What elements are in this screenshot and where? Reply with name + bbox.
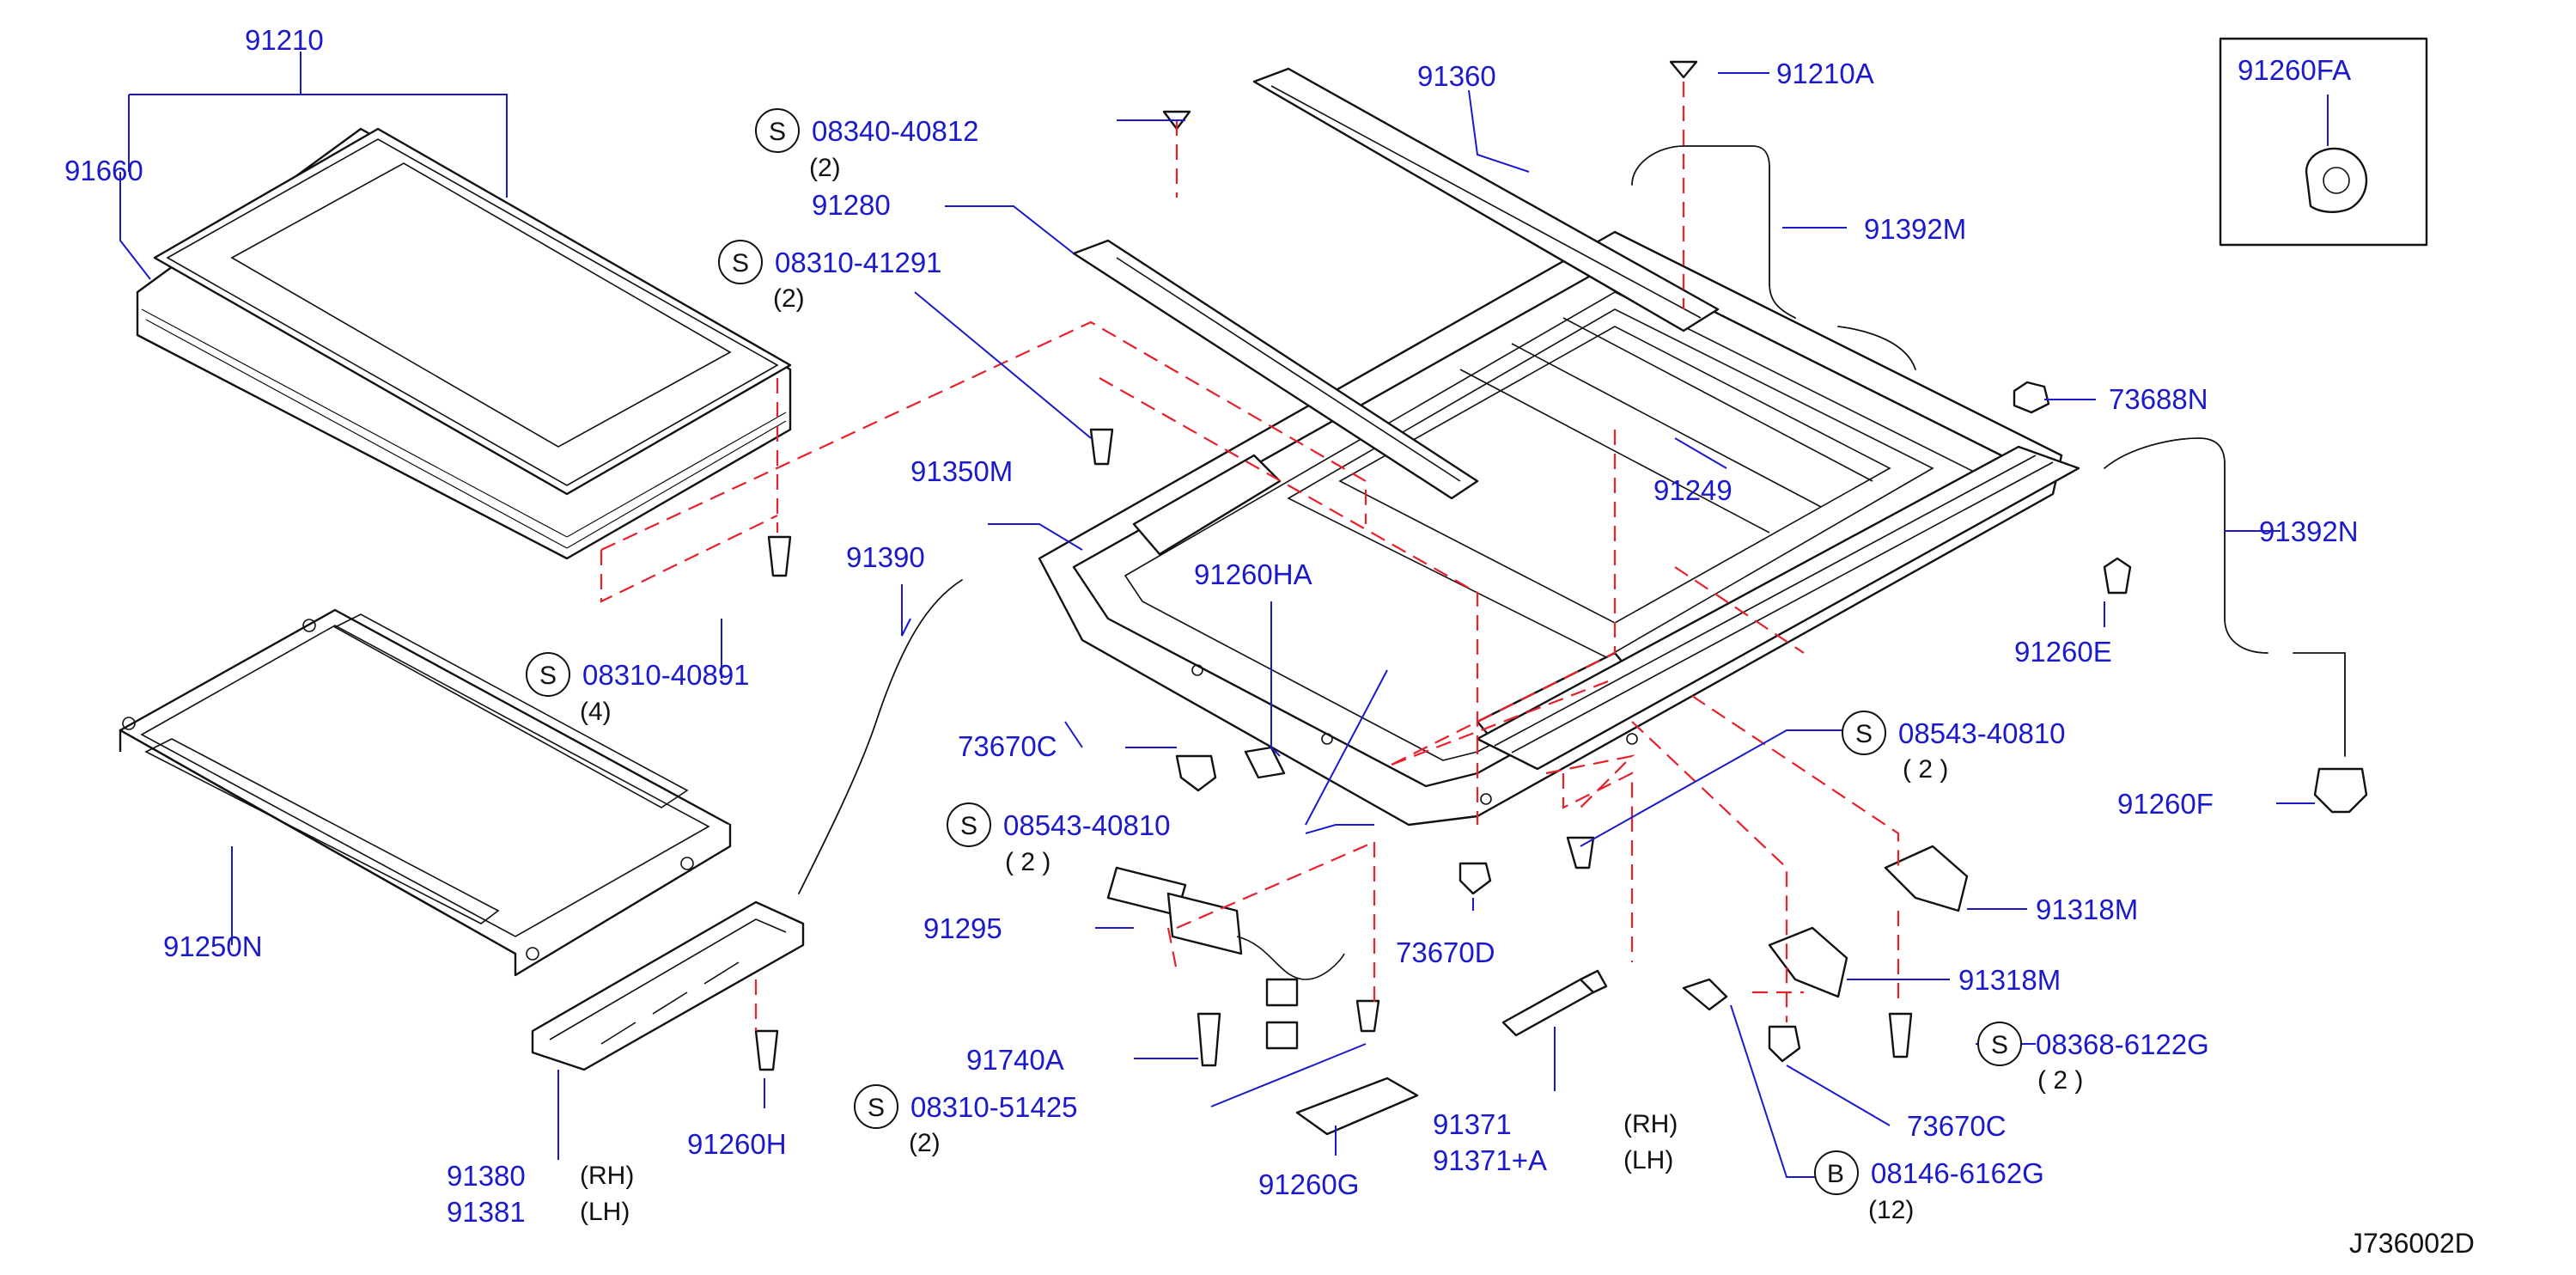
label-91260F: 91260F — [2117, 788, 2214, 820]
symbol-08368: S — [1991, 1031, 2008, 1059]
label-91280: 91280 — [812, 189, 891, 221]
symbol-08543a: S — [1855, 720, 1873, 748]
s-symbol-circle — [718, 240, 763, 284]
part-labels: 91210 91660 S 08340-40812 (2) 91280 S 08… — [64, 24, 2475, 1259]
label-91350M: 91350M — [910, 455, 1013, 487]
s-symbol-circle — [1842, 711, 1886, 755]
qty-08146: (12) — [1868, 1196, 1914, 1224]
label-91260HA: 91260HA — [1194, 558, 1312, 590]
side-rail-drawing — [1476, 445, 2080, 771]
label-91210A: 91210A — [1776, 58, 1874, 89]
label-73670C: 73670C — [958, 730, 1057, 762]
label-91260G: 91260G — [1258, 1168, 1359, 1200]
label-91392N: 91392N — [2259, 515, 2359, 547]
s-symbol-circle — [1977, 1022, 2022, 1066]
label-91260E: 91260E — [2014, 636, 2112, 668]
leader-lines — [119, 52, 2329, 1178]
label-91360: 91360 — [1417, 60, 1496, 92]
label-91295: 91295 — [923, 912, 1002, 944]
sunshade-drawing — [119, 608, 732, 977]
label-08310-51425: 08310-51425 — [910, 1091, 1078, 1123]
qty-08543a: ( 2 ) — [1903, 755, 1948, 784]
qty-08543b: ( 2 ) — [1005, 848, 1050, 876]
symbol-08146: B — [1827, 1160, 1844, 1188]
label-08340-40812: 08340-40812 — [812, 115, 979, 147]
fasteners-drawing — [754, 60, 2368, 1071]
label-91660: 91660 — [64, 155, 143, 186]
label-73670C-b: 73670C — [1907, 1110, 2007, 1142]
s-symbol-circle — [854, 1084, 898, 1129]
label-73688N: 73688N — [2109, 383, 2208, 415]
rear-rail-drawing — [1072, 67, 1720, 500]
label-91381: 91381 — [447, 1196, 526, 1228]
alignment-lines — [600, 82, 1900, 1031]
label-91318M-a: 91318M — [2036, 894, 2138, 925]
motor-drawing — [1106, 866, 1345, 1050]
s-symbol-circle — [947, 802, 991, 847]
symbol-08310a: S — [732, 249, 749, 278]
side-91371A: (LH) — [1623, 1146, 1673, 1174]
label-08310-41291: 08310-41291 — [775, 247, 942, 278]
s-symbol-circle — [755, 108, 800, 153]
symbol-08310b: S — [539, 662, 557, 690]
label-plate-drawing — [1295, 1077, 1419, 1136]
qty-08310c: (2) — [909, 1129, 941, 1157]
label-08310-40891: 08310-40891 — [582, 659, 750, 691]
label-91740A: 91740A — [966, 1044, 1064, 1076]
label-91318M-b: 91318M — [1958, 964, 2061, 996]
label-91210: 91210 — [245, 24, 324, 56]
label-91390: 91390 — [846, 541, 925, 573]
label-91250N: 91250N — [163, 930, 263, 962]
qty-08368: ( 2 ) — [2037, 1066, 2083, 1095]
deflector-frame-drawing — [531, 900, 805, 1071]
inset-box-drawing — [2219, 37, 2428, 247]
qty-08310b: (4) — [580, 698, 612, 726]
label-08543-40810-b: 08543-40810 — [1003, 809, 1171, 841]
label-08146-6162G: 08146-6162G — [1871, 1157, 2044, 1189]
diagram-reference-code: J736002D — [2349, 1228, 2475, 1259]
s-symbol-circle — [526, 652, 570, 697]
label-91392M: 91392M — [1864, 213, 1966, 245]
label-91371-A: 91371+A — [1433, 1144, 1547, 1176]
qty-08310a: (2) — [773, 284, 805, 313]
label-91380: 91380 — [447, 1160, 526, 1192]
glass-lid-drawing — [136, 127, 792, 560]
side-91380: (RH) — [580, 1162, 634, 1190]
label-91260H: 91260H — [687, 1128, 787, 1160]
label-91249: 91249 — [1653, 474, 1733, 506]
symbol-08340: S — [769, 118, 786, 146]
label-08543-40810-a: 08543-40810 — [1898, 717, 2066, 749]
b-symbol-circle — [1814, 1150, 1859, 1195]
drain-hose-drawing — [798, 145, 2346, 894]
label-91371: 91371 — [1433, 1108, 1512, 1140]
cable-drawing — [1501, 969, 1608, 1037]
bracket-drawing — [1768, 845, 1969, 998]
symbol-08310c: S — [868, 1094, 885, 1122]
label-73670D: 73670D — [1396, 936, 1495, 968]
label-08368-6122G: 08368-6122G — [2036, 1028, 2209, 1060]
symbol-08543b: S — [960, 812, 977, 840]
side-91371: (RH) — [1623, 1110, 1678, 1138]
qty-08340: (2) — [809, 154, 841, 182]
label-91260FA: 91260FA — [2238, 54, 2351, 86]
side-91381: (LH) — [580, 1198, 630, 1226]
